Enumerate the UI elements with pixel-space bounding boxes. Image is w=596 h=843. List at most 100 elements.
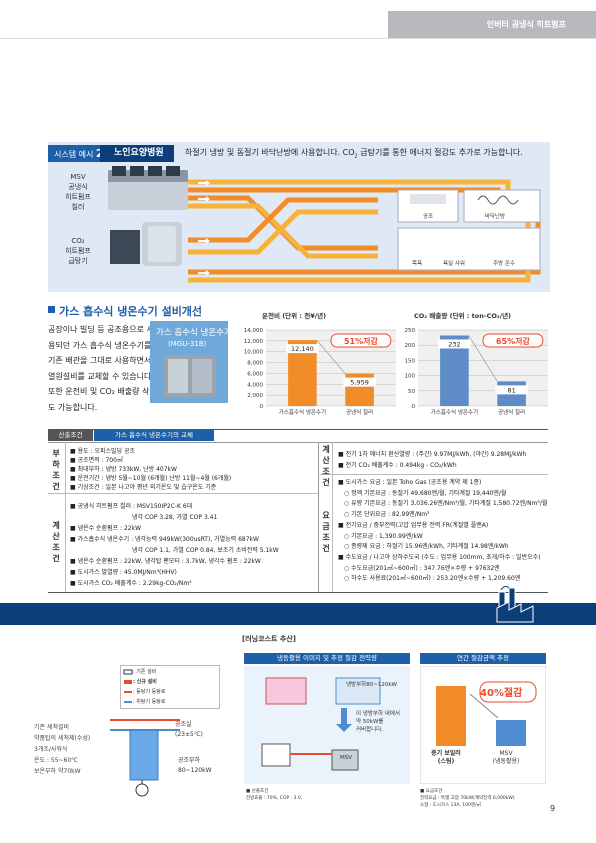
boiler-icon <box>261 743 291 767</box>
load-item: ■ 기상조건 : 일본 나고야 평년 외기온도 및 습구온도 기준 <box>70 484 217 491</box>
desc-sub: 2 <box>354 153 358 160</box>
calc-text: 가스흡수식 냉온수기 : 냉각능력 949kW(300usRT), 가열능력 6… <box>77 536 259 543</box>
foot-left-l0: ■ 산출조건 <box>246 789 269 794</box>
y-tick-label: 12,000 <box>244 339 264 345</box>
row-head-calc: 계산조건 <box>52 521 60 563</box>
bar2-l0: MSV <box>499 750 513 757</box>
y-tick-label: 4,000 <box>247 382 263 388</box>
y-tick-label: 10,000 <box>244 350 264 356</box>
load-item: ■ 공조면적 : 700㎡ <box>70 457 123 464</box>
fee-text: ○ 정액 기본요금 : 동절기 49,680엔/월, 기타계절 19,440엔/… <box>344 489 507 497</box>
calc-list: ■ 공냉식 히트펌프 칠러 : MSV150IP2C-K 6대 냉각 COP 3… <box>70 501 279 589</box>
chart-operating-cost: 14,00012,00010,0008,0006,0004,0002,00001… <box>244 328 396 416</box>
x-tick-label: 가스흡수식 냉온수기 <box>431 408 478 416</box>
fee-text: ○ 하수도 사용료(201㎥~600㎥) : 253.20엔×수량 + 1,20… <box>344 575 521 583</box>
load-item: ■ 용도 : 오피스빌딩 공조 <box>70 448 136 455</box>
calc-text: 도시가스 발열량 : 45.0MJ/Nm³(HHV) <box>77 569 177 576</box>
y-tick-label: 6,000 <box>247 371 263 377</box>
room-bath-label: 목욕 <box>411 261 423 267</box>
note-text: 이 냉방부하 내에서 약 50kW를 커버합니다. <box>356 710 400 734</box>
calc-cond-item: ■ 전기 1차 에너지 환산열량 : (주간) 9.97MJ/kWh, (야간)… <box>338 451 527 458</box>
legend-box: : 기존 설비 : 신규 설비 : 등탕기 등탕로 : 위탕기 등탕로 <box>120 665 220 709</box>
left-line: 약품탑의 세척제(수성) <box>34 735 91 742</box>
chiller-icon <box>108 166 188 210</box>
tank-b-l0: 공조부하 <box>178 757 201 764</box>
table-mid-divider <box>318 442 319 592</box>
saving-pct: 40%절감 <box>480 688 523 699</box>
fee-list: ■ 도시가스 요금 : 일본 Toho Gas (공조용 계약 제 1종) ○ … <box>338 478 547 585</box>
calc-item: ■ 도시가스 발열량 : 45.0MJ/Nm³(HHV) <box>70 569 177 576</box>
bar2-label: MSV (냉동활용) <box>486 750 526 766</box>
calc-item: ■ 가스흡수식 냉온수기 : 냉각능력 949kW(300usRT), 가열능력… <box>70 536 259 543</box>
reduction-line <box>468 335 498 382</box>
table-right-divider <box>332 442 333 592</box>
left-line: 온도 : 55~60℃ <box>34 757 78 764</box>
y-tick-label: 0 <box>412 404 416 410</box>
fee-text: 도시가스 요금 : 일본 Toho Gas (공조용 계약 제 1종) <box>345 479 482 486</box>
saving-title: 연간 절감금액 추정 <box>420 653 546 664</box>
data-label: 5,959 <box>350 379 369 387</box>
calc-cond-item: ■ 전기 CO₂ 배출계수 : 0.494kg - CO₂/kWh <box>338 462 457 469</box>
fee-text: ○ 수도요금(201㎥~600㎥) : 347.76엔×수량 + 97632엔 <box>344 564 500 572</box>
x-tick-label: 공냉식 칠러 <box>498 408 525 416</box>
desc-b: 급탕기를 통한 에너지 절감도 추가로 가능합니다. <box>357 148 523 157</box>
foot-left-l1: 전방효율 : 70%, COP : 3.0, <box>246 796 303 801</box>
y-tick-label: 8,000 <box>247 361 263 367</box>
bar-steam-boiler <box>436 686 466 746</box>
fee-item: ○ 종량제 요금 : 하절기 15.96엔/kWh, 기타계절 14.98엔/k… <box>338 542 547 553</box>
calc-text: 도시가스 CO₂ 배출계수 : 2.29kg-CO₂/Nm³ <box>77 580 192 587</box>
calc-cond-list: ■ 전기 1차 에너지 환산열량 : (주간) 9.97MJ/kWh, (야간)… <box>338 449 526 471</box>
calc-cond-text: 전기 CO₂ 배출계수 : 0.494kg - CO₂/kWh <box>345 462 457 469</box>
running-cost-title: [러닝코스트 추산] <box>242 635 296 643</box>
product-title: 가스 흡수식 냉온수기 <box>156 328 232 338</box>
unit2-l1: 히트펌프 <box>65 247 91 255</box>
unit1-label: MSV 공냉식 히트펌프 칠러 <box>56 172 100 212</box>
table-right-row-line <box>318 474 548 475</box>
tank-b-l1: 80~120kW <box>178 767 212 774</box>
y-tick-label: 150 <box>405 358 416 364</box>
msv-icon <box>331 749 359 771</box>
tank-a-l1: (23±5℃) <box>175 731 203 738</box>
unit1-l3: 칠러 <box>71 203 85 211</box>
fee-item: ○ 하수도 사용료(201㎥~600㎥) : 253.20엔×수량 + 1,20… <box>338 574 547 585</box>
legend-item: : 기존 설비 <box>133 669 157 675</box>
unit1-l1: 공냉식 <box>68 183 88 191</box>
unit2-l0: CO₂ <box>71 237 85 245</box>
annotation-badge <box>482 333 544 348</box>
x-tick-label: 공냉식 칠러 <box>346 408 373 416</box>
calc-item: 냉각 COP 1.1, 가열 COP 0.84, 보조기 소비전력 5.1kW <box>70 545 279 556</box>
unit1-l0: MSV <box>70 173 86 181</box>
image-title: 냉동활용 이미지 및 추정 절감 전력량 <box>244 653 410 664</box>
condition-label: 산출조건 <box>48 430 93 441</box>
data-label-bg <box>343 377 376 387</box>
annotation-badge <box>330 333 392 348</box>
y-tick-label: 0 <box>260 404 264 410</box>
cooling-label: 냉방부하80~120kW <box>346 682 397 688</box>
fee-text: ○ 기본요금 : 1,390.99엔/kW <box>344 532 423 540</box>
calc-text: 냉각 COP 1.1, 가열 COP 0.84, 보조기 소비전력 5.1kW <box>132 547 279 554</box>
product-model: (MGU-31B) <box>168 340 207 348</box>
system-diagram <box>108 166 541 283</box>
load-item: ■ 최대부하 : 냉방 733kW, 난방 407kW <box>70 466 177 473</box>
saving-chart <box>420 666 546 784</box>
section1-body: 공장이나 빌딩 등 공조용으로 사용되던 가스 흡수식 냉온수기를 기존 배관을… <box>48 325 157 412</box>
reduction-line <box>316 339 346 374</box>
condition-title: 가스 흡수식 냉온수기의 교체 <box>94 430 214 441</box>
system-tag-prefix: 시스템 예시 <box>54 150 94 159</box>
fee-item: ■ 도시가스 요금 : 일본 Toho Gas (공조용 계약 제 1종) <box>338 479 482 486</box>
msv-label: MSV <box>340 755 352 761</box>
note-l2: 커버합니다. <box>356 727 384 733</box>
fee-text: ○ 유량 기본요금 : 동절기 3,036.26엔/Nm³/월, 기타계절 1,… <box>344 500 548 508</box>
unit2-label: CO₂ 히트펌프 급탕기 <box>56 236 100 266</box>
chart2-title: CO₂ 배출량 (단위 : ton-CO₂/년) <box>414 312 512 320</box>
data-label-bg <box>495 385 528 395</box>
fee-text: ○ 기본 단위요금 : 82.99엔/Nm³ <box>344 511 430 519</box>
desc-a: 하절기 냉방 및 동절기 바닥난방에 사용합니다. CO <box>185 148 355 157</box>
table-head-line <box>48 442 548 443</box>
header-title: 인버터 공냉식 히트펌프 <box>388 11 596 38</box>
saving-badge <box>479 681 537 703</box>
unit1-l2: 히트펌프 <box>65 193 91 201</box>
load-item: ■ 운전기간 : 냉방 5월~10월 (6개월) 난방 11월~4월 (6개월) <box>70 475 232 482</box>
calc-text: 냉각 COP 3.28, 가열 COP 3.41 <box>132 514 218 521</box>
absorption-chiller-icon <box>164 355 216 397</box>
